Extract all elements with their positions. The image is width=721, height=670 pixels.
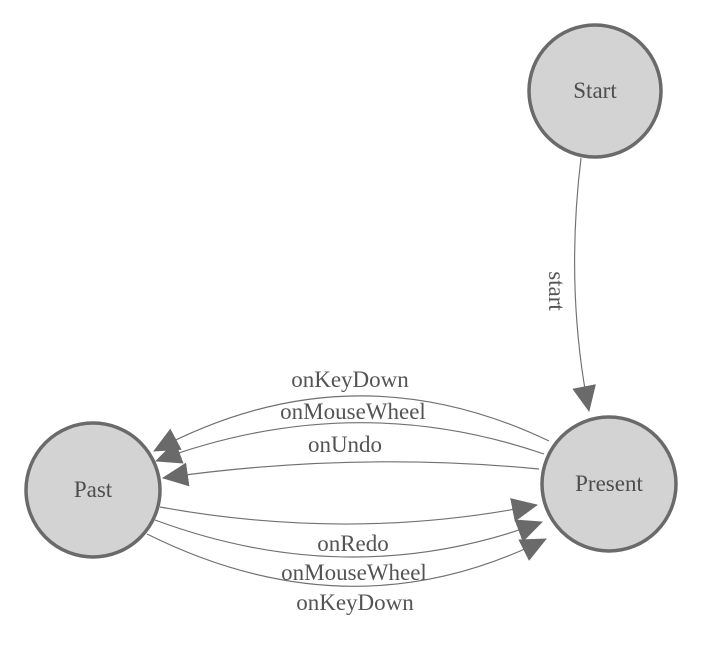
state-node-present[interactable]: Present	[540, 415, 678, 553]
state-label-past: Past	[74, 477, 113, 502]
state-label-start: Start	[573, 78, 617, 103]
edge-present-to-past-onKeyDown[interactable]	[153, 395, 550, 452]
edge-label-start: start	[544, 271, 569, 311]
edge-present-to-past-onUndo[interactable]	[162, 461, 540, 487]
edge-past-to-present-onMouseWheel[interactable]	[154, 519, 543, 558]
edge-past-to-present-onKeyDown[interactable]	[146, 533, 547, 587]
edge-past-to-present-onRedo[interactable]	[159, 498, 538, 525]
state-circle-past[interactable]	[24, 421, 162, 559]
state-label-present: Present	[575, 471, 643, 496]
edge-label-onKeyDown: onKeyDown	[296, 590, 414, 615]
edges-layer	[146, 157, 596, 587]
edge-label-onUndo: onUndo	[308, 432, 382, 457]
edge-start-to-present-start[interactable]	[572, 157, 596, 412]
state-circle-present[interactable]	[540, 415, 678, 553]
edge-present-to-past-onMouseWheel[interactable]	[155, 422, 545, 464]
edge-label-onMouseWheel: onMouseWheel	[280, 399, 426, 424]
edge-label-onKeyDown: onKeyDown	[291, 367, 409, 392]
edge-label-onMouseWheel: onMouseWheel	[281, 560, 427, 585]
state-node-past[interactable]: Past	[24, 421, 162, 559]
state-circle-start[interactable]	[527, 23, 663, 159]
state-node-start[interactable]: Start	[527, 23, 663, 159]
edge-labels-layer: start onKeyDown onMouseWheel onUndo onRedo on…	[280, 271, 569, 615]
edge-label-onRedo: onRedo	[317, 531, 389, 556]
